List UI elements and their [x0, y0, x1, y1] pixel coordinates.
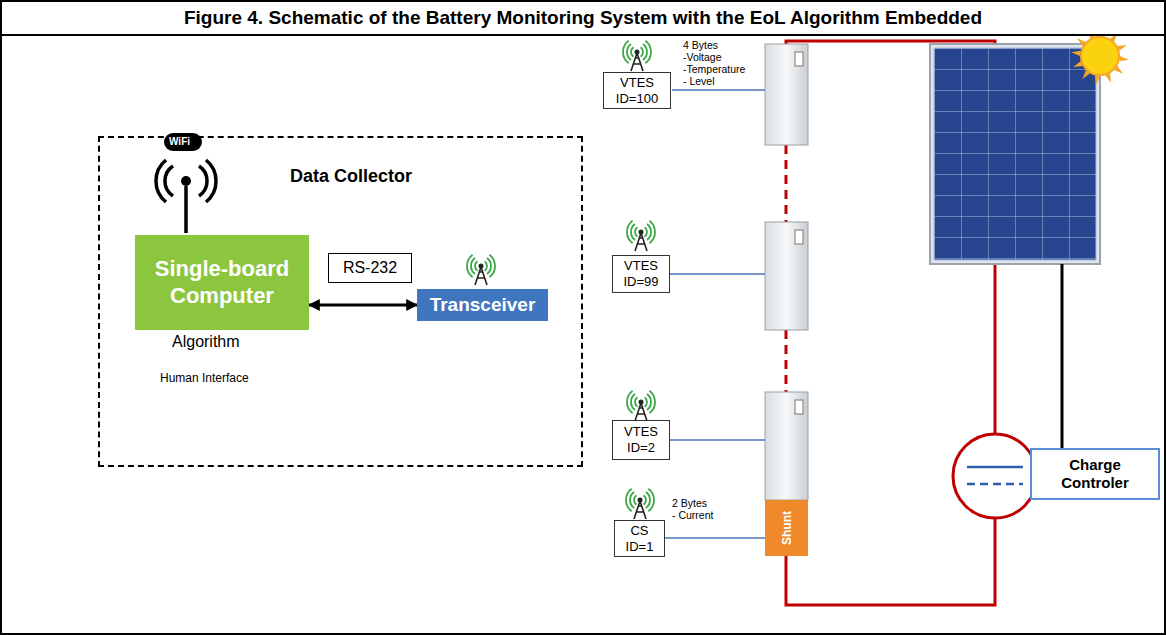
controller-box: Charge Controler: [1030, 448, 1160, 500]
sun-ray: [1095, 75, 1100, 84]
antenna-icon: [623, 41, 651, 71]
drawing-part: [206, 160, 216, 202]
drawing-part: [184, 186, 188, 233]
drawing-part: [765, 44, 808, 145]
drawing-part: [967, 483, 1023, 486]
node-label: RS-232: [343, 259, 397, 277]
radio-wave: [627, 391, 655, 413]
figure-title: Figure 4. Schematic of the Battery Monit…: [184, 7, 982, 29]
data-collector-box: Data CollectorSingle-board Computer RS-23…: [98, 136, 583, 467]
panel-wire: [1061, 264, 1064, 448]
dc-symbol: [953, 434, 1037, 518]
wifi-antenna-dot: [181, 176, 191, 186]
radio-wave: [467, 255, 495, 277]
node-label: VTES ID=2: [616, 424, 666, 455]
sun-ray: [1119, 56, 1128, 61]
drawing-part: [795, 52, 803, 66]
sensor-box: VTES ID=99: [612, 255, 670, 293]
node-label: Transceiver: [430, 294, 536, 316]
sensor-box: VTES ID=2: [612, 420, 670, 460]
node-label: Single-board Computer: [141, 256, 303, 309]
shunt-box: Shunt: [765, 500, 808, 556]
drawing-part: [156, 160, 166, 202]
drawing-part: [765, 392, 808, 500]
node-label: VTES ID=100: [607, 75, 667, 106]
drawing-part: [934, 48, 1096, 260]
antenna-icon: [467, 255, 495, 285]
radio-wave: [631, 47, 643, 57]
sensor-box: VTES ID=100: [603, 72, 671, 109]
interface-box: RS-232: [328, 253, 412, 283]
computer-box: Single-board Computer: [135, 235, 309, 330]
radio-wave: [623, 41, 651, 63]
drawing-part: [967, 466, 1023, 469]
drawing-part: [199, 166, 207, 196]
current-sensor-box: CS ID=1: [614, 520, 665, 557]
radio-wave: [626, 489, 654, 511]
drawing-part: [953, 434, 1037, 518]
radio-wave: [634, 495, 646, 505]
wifi-antenna: [156, 160, 216, 233]
payload-note: 2 Bytes: [672, 497, 707, 509]
sensor-lead: [670, 90, 765, 440]
payload-note: -Temperature: [683, 63, 745, 75]
sun-ray: [1071, 51, 1080, 56]
radio-wave: [475, 261, 487, 271]
node-label: Charge Controler: [1036, 456, 1154, 492]
radio-wave: [627, 44, 647, 60]
drawing-part: [795, 400, 803, 414]
software-label: Human Interface: [160, 372, 249, 384]
payload-note: - Current: [672, 509, 713, 521]
sun-disc: [1081, 37, 1119, 75]
radio-wave: [635, 397, 647, 407]
drawing-part: [165, 166, 173, 196]
antenna-icon: [627, 391, 655, 421]
payload-note: 4 Bytes: [683, 39, 718, 51]
sensor-lead: [665, 537, 765, 539]
radio-wave: [471, 258, 491, 274]
wifi-text: WiFi: [169, 136, 190, 148]
antenna-dot: [635, 50, 640, 55]
radio-wave: [631, 224, 651, 240]
antenna-icon: [626, 489, 654, 519]
node-label: Data Collector: [290, 166, 412, 187]
antenna-icon: [627, 221, 655, 251]
drawing-part: [765, 222, 808, 330]
battery-cell: [765, 222, 808, 330]
transceiver-box: Transceiver: [417, 289, 548, 321]
battery-cell: [765, 44, 808, 145]
radio-wave: [630, 492, 650, 508]
node-label: VTES ID=99: [616, 258, 666, 289]
serial-link-arrow: [309, 304, 417, 307]
title-bar: Figure 4. Schematic of the Battery Monit…: [0, 0, 1166, 36]
payload-note: - Level: [683, 75, 715, 87]
antenna-dot: [638, 498, 643, 503]
node-label: Shunt: [780, 511, 794, 545]
solar-panel: [930, 44, 1100, 264]
radio-wave: [631, 394, 651, 410]
drawing-part: [930, 44, 1100, 264]
antenna-dot: [639, 400, 644, 405]
node-label: CS ID=1: [618, 523, 661, 554]
radio-wave: [627, 221, 655, 243]
antenna-dot: [479, 264, 484, 269]
radio-wave: [635, 227, 647, 237]
antenna-dot: [639, 230, 644, 235]
drawing-part: [795, 230, 803, 244]
payload-note: -Voltage: [683, 51, 722, 63]
battery-cell: [765, 392, 808, 500]
software-label: Algorithm: [172, 336, 240, 348]
drawing-part: [934, 48, 1096, 260]
